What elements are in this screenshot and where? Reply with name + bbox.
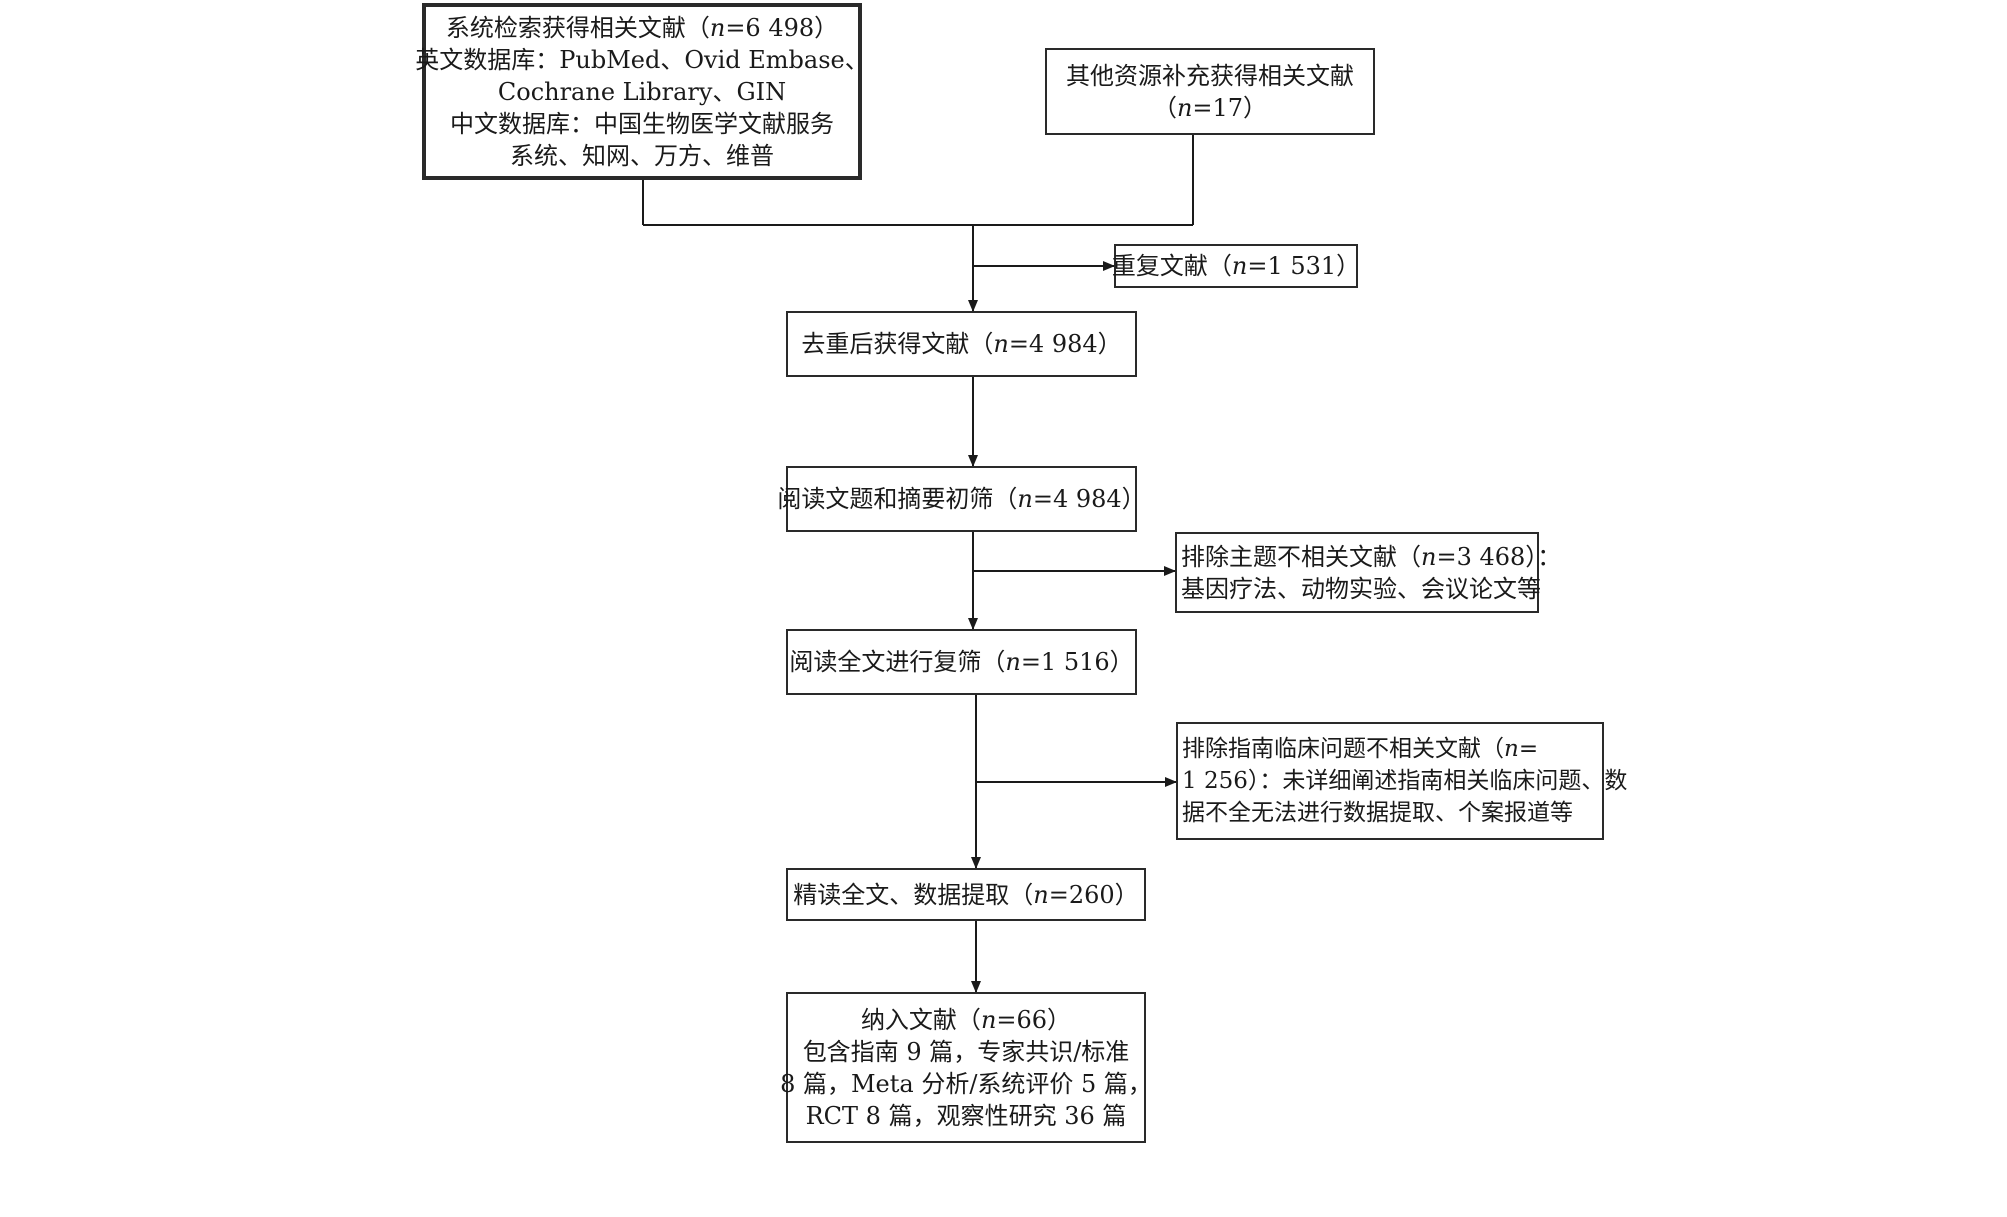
- extract-n-label: n: [1033, 880, 1049, 909]
- search-title: 系统检索获得相关文献（n=6 498）: [446, 12, 838, 44]
- screen2-text: 阅读全文进行复筛（n=1 516）: [789, 646, 1133, 678]
- duplicate-pre: 重复文献（: [1111, 252, 1232, 280]
- other-line-2: （n=17）: [1153, 92, 1267, 124]
- included-box: 纳入文献（n=66） 包含指南 9 篇，专家共识/标准 8 篇，Meta 分析/…: [780, 992, 1152, 1143]
- other-n-label: n: [1176, 93, 1193, 122]
- search-title-post: =6 498）: [725, 13, 839, 42]
- exclude1-line-1: 排除主题不相关文献（n=3 468）：: [1181, 541, 1561, 573]
- included-line-4: RCT 8 篇，观察性研究 36 篇: [805, 1101, 1127, 1130]
- search-line-3: Cochrane Library、GIN: [497, 77, 787, 106]
- included-n-label: n: [980, 1005, 997, 1034]
- exclude2-line-1: 排除指南临床问题不相关文献（n=: [1182, 733, 1538, 765]
- search-box: 系统检索获得相关文献（n=6 498） 英文数据库：PubMed、Ovid Em…: [415, 3, 869, 180]
- screen1-box: 阅读文题和摘要初筛（n=4 984）: [777, 466, 1146, 532]
- exclude1-line-2: 基因疗法、动物实验、会议论文等: [1181, 574, 1541, 603]
- included-pre: 纳入文献（: [860, 1005, 981, 1034]
- dedup-box: 去重后获得文献（n=4 984）: [786, 311, 1137, 377]
- exclude1-box: 排除主题不相关文献（n=3 468）： 基因疗法、动物实验、会议论文等: [1175, 532, 1561, 613]
- search-line-5: 系统、知网、万方、维普: [510, 141, 774, 170]
- exclude1-post: =3 468）：: [1436, 542, 1562, 571]
- exclude1-n-label: n: [1421, 542, 1437, 571]
- dedup-pre: 去重后获得文献（: [801, 330, 994, 358]
- exclude2-line-2: 1 256）：未详细阐述指南相关临床问题、数: [1182, 768, 1628, 794]
- exclude1-pre: 排除主题不相关文献（: [1181, 542, 1421, 571]
- extract-post: =260）: [1048, 880, 1139, 909]
- included-line-2: 包含指南 9 篇，专家共识/标准: [802, 1037, 1130, 1066]
- search-line-4: 中文数据库：中国生物医学文献服务: [450, 109, 834, 138]
- duplicate-box: 重复文献（n=1 531）: [1112, 244, 1360, 288]
- screen1-text: 阅读文题和摘要初筛（n=4 984）: [777, 483, 1145, 515]
- other-n-post: =17）: [1192, 93, 1268, 122]
- screen2-box: 阅读全文进行复筛（n=1 516）: [786, 629, 1137, 695]
- duplicate-text: 重复文献（n=1 531）: [1112, 250, 1360, 282]
- search-line-2: 英文数据库：PubMed、Ovid Embase、: [415, 45, 869, 74]
- screen2-pre: 阅读全文进行复筛（: [789, 648, 1006, 676]
- search-n-label: n: [709, 13, 726, 42]
- included-line-3: 8 篇，Meta 分析/系统评价 5 篇，: [780, 1069, 1152, 1098]
- screen1-pre: 阅读文题和摘要初筛（: [777, 485, 1018, 513]
- search-title-pre: 系统检索获得相关文献（: [445, 13, 710, 42]
- extract-pre: 精读全文、数据提取（: [793, 880, 1034, 909]
- duplicate-n-label: n: [1231, 252, 1248, 280]
- exclude2-n-label: n: [1504, 736, 1519, 762]
- other-sources-box: 其他资源补充获得相关文献 （n=17）: [1045, 48, 1375, 135]
- dedup-text: 去重后获得文献（n=4 984）: [801, 328, 1121, 360]
- screen1-n-label: n: [1017, 485, 1033, 513]
- exclude2-box: 排除指南临床问题不相关文献（n= 1 256）：未详细阐述指南相关临床问题、数 …: [1176, 722, 1627, 840]
- extract-text: 精读全文、数据提取（n=260）: [793, 879, 1138, 911]
- exclude2-pre: 排除指南临床问题不相关文献（: [1182, 736, 1504, 762]
- other-line-1: 其他资源补充获得相关文献: [1066, 61, 1354, 90]
- screen2-n-label: n: [1005, 648, 1021, 676]
- exclude2-line-3: 据不全无法进行数据提取、个案报道等: [1182, 800, 1573, 826]
- other-n-pre: （: [1152, 93, 1177, 122]
- exclude2-post: =: [1518, 736, 1539, 762]
- screen2-post: =1 516）: [1020, 648, 1134, 676]
- extract-box: 精读全文、数据提取（n=260）: [786, 868, 1146, 921]
- included-line-1: 纳入文献（n=66）: [861, 1004, 1071, 1036]
- included-post: =66）: [996, 1005, 1072, 1034]
- dedup-n-label: n: [993, 330, 1009, 358]
- screen1-post: =4 984）: [1032, 485, 1146, 513]
- dedup-post: =4 984）: [1008, 330, 1122, 358]
- duplicate-post: =1 531）: [1247, 252, 1361, 280]
